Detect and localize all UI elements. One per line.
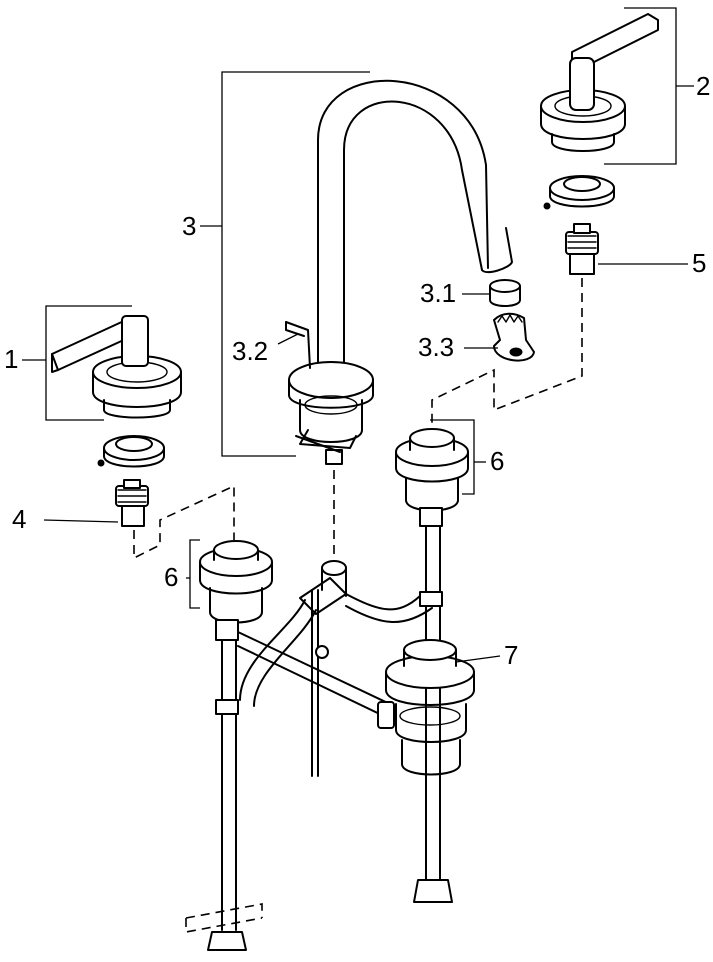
- valve-body-right: [395, 428, 469, 903]
- bracket-6-left: [189, 539, 200, 609]
- leader-7: [455, 655, 501, 663]
- aerator-key: [493, 312, 535, 362]
- right-cartridge: [565, 223, 599, 275]
- left-handle: [51, 315, 182, 419]
- left-collar-ring: [97, 435, 165, 468]
- spout-assembly: [285, 79, 513, 465]
- bracket-1: [45, 305, 132, 421]
- bracket-6-right: [430, 419, 475, 495]
- callout-1: 1: [4, 344, 18, 374]
- hose-end-marker: [185, 903, 263, 933]
- left-cartridge: [115, 479, 149, 527]
- tee-connector: [237, 470, 433, 777]
- callout-2: 2: [696, 71, 710, 101]
- callout-5: 5: [692, 248, 706, 278]
- assembly-line-right: [431, 278, 583, 424]
- assembly-line-left: [133, 484, 235, 560]
- bracket-3: [221, 71, 370, 457]
- callout-7: 7: [504, 640, 518, 670]
- leader-3-2: [277, 333, 299, 345]
- valve-body-left: [199, 540, 273, 951]
- callout-3-2: 3.2: [232, 336, 268, 366]
- callout-3: 3: [182, 211, 196, 241]
- right-collar-ring: [543, 175, 615, 210]
- aerator: [489, 279, 521, 307]
- callout-6-right: 6: [490, 446, 504, 476]
- callout-3-3: 3.3: [418, 332, 454, 362]
- callout-3-1: 3.1: [420, 278, 456, 308]
- leader-4: [43, 519, 119, 523]
- right-handle: [540, 13, 659, 152]
- callout-4: 4: [12, 504, 26, 534]
- pop-up-waste: [377, 639, 475, 776]
- callout-6-left: 6: [164, 562, 178, 592]
